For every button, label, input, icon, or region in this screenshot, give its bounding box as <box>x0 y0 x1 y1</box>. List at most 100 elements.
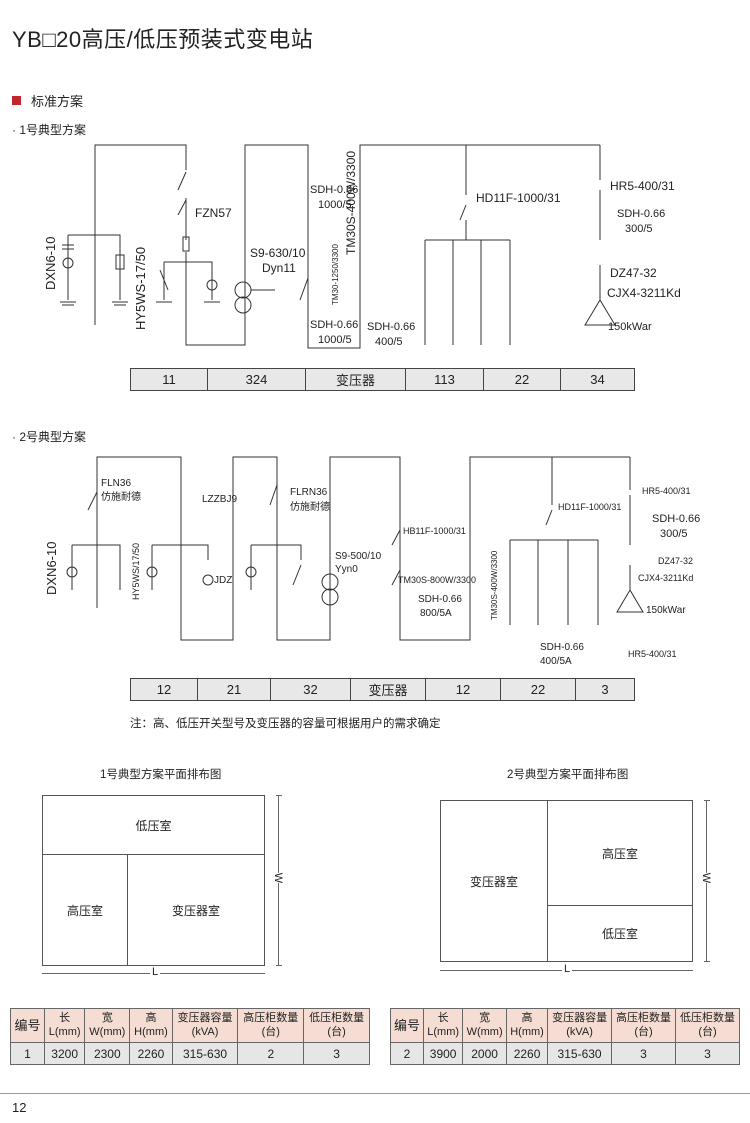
label-dyn: Dyn11 <box>262 261 296 275</box>
scheme2-heading: · 2号典型方案 <box>12 430 87 444</box>
label-hb: HB11F-1000/31 <box>403 526 466 536</box>
label-sdh2b-2: 400/5A <box>540 656 572 667</box>
label-s9-2: S9-500/10 <box>335 551 382 562</box>
cell: 12 <box>426 679 501 700</box>
scheme2-cabinet-table: 12 21 32 变压器 12 22 3 <box>130 678 635 701</box>
label-sdh1: SDH-0.66 <box>310 184 358 196</box>
wiring-diagrams: DXN6-10 HY5WS-17/50 FZN57 S9-630/10 Dyn1… <box>43 144 700 667</box>
plan1-transformer-room: 变压器室 <box>127 854 265 966</box>
cell: 315-630 <box>171 1042 239 1065</box>
cell: 32 <box>271 679 351 700</box>
label-jdz: JDZ <box>214 575 232 586</box>
label-sdh4b: 300/5 <box>625 223 653 235</box>
cell: 2 <box>389 1042 425 1065</box>
note: 注：高、低压开关型号及变压器的容量可根据用户的需求确定 <box>130 718 441 730</box>
cell: 12 <box>131 679 198 700</box>
cell: 113 <box>406 369 484 390</box>
label-dxn2: DXN6-10 <box>44 542 59 595</box>
header-lv-count: 低压柜数量(台) <box>674 1008 741 1043</box>
label-sdh3b-2: 300/5 <box>660 528 688 540</box>
scheme1-diagram: DXN6-10 HY5WS-17/50 FZN57 S9-630/10 Dyn1… <box>43 144 681 349</box>
cell: 21 <box>198 679 271 700</box>
label-tm2: TM30S-400W/3300 <box>344 151 358 255</box>
label-hy: HY5WS-17/50 <box>133 247 148 330</box>
label-s9: S9-630/10 <box>250 246 306 260</box>
label-sdh2b: 1000/5 <box>318 334 352 346</box>
page-title: YB□20高压/低压预装式变电站 <box>12 27 314 52</box>
label-dz2: DZ47-32 <box>658 556 693 566</box>
label-hd: HD11F-1000/31 <box>476 191 561 205</box>
label-sdh3-2: SDH-0.66 <box>652 513 700 525</box>
label-dxn: DXN6-10 <box>43 237 58 290</box>
label-dz: DZ47-32 <box>610 266 657 280</box>
label-kvar2: 150kWar <box>646 605 686 616</box>
label-yyn: Yyn0 <box>335 564 358 575</box>
cell: 2000 <box>462 1042 507 1065</box>
red-square-icon <box>12 96 21 105</box>
plan2-l-label: L <box>562 963 573 975</box>
cell: 11 <box>131 369 208 390</box>
plan2-transformer-room: 变压器室 <box>440 800 548 962</box>
cell: 3200 <box>43 1042 86 1065</box>
label-lzz: LZZBJ9 <box>202 494 237 505</box>
plan2-low-room: 低压室 <box>547 905 693 962</box>
cell: 1 <box>10 1042 45 1065</box>
page-number: 12 <box>12 1100 27 1115</box>
label-sdh1b-2: 800/5A <box>420 608 452 619</box>
cell: 22 <box>501 679 576 700</box>
label-hy2: HY5WS/17/50 <box>131 543 141 600</box>
cell: 变压器 <box>351 679 426 700</box>
plan1-low-room: 低压室 <box>42 795 265 855</box>
cell: 3 <box>674 1042 741 1065</box>
cell: 315-630 <box>547 1042 613 1065</box>
footer-divider <box>0 1093 750 1094</box>
label-fln: FLN36 <box>101 478 131 489</box>
header-id: 编号 <box>10 1008 45 1043</box>
label-fs1: 仿施耐德 <box>101 490 141 503</box>
cell: 3 <box>601 682 609 697</box>
plan1-l-label: L <box>150 966 161 978</box>
label-kvar: 150kWar <box>608 321 652 333</box>
label-tm2-2: TM30S-400W/3300 <box>490 550 499 620</box>
label-sdh3b: 400/5 <box>375 336 403 348</box>
label-cjx2: CJX4-3211Kd <box>638 573 693 583</box>
plan1-high-room: 高压室 <box>42 854 128 966</box>
plan2-high-room: 高压室 <box>547 800 693 906</box>
cell: 34 <box>590 372 605 387</box>
label-tm1: TM30-1250/3300 <box>331 244 340 305</box>
header-capacity: 变压器容量(kVA) <box>547 1008 613 1043</box>
cell: 2300 <box>84 1042 131 1065</box>
plan1-title: 1号典型方案平面排布图 <box>100 769 222 781</box>
label-sdh1b: 1000/5 <box>318 199 352 211</box>
label-sdh2-2: SDH-0.66 <box>540 642 584 653</box>
cell: 324 <box>208 369 306 390</box>
header-id: 编号 <box>389 1008 425 1043</box>
cell: 3900 <box>423 1042 464 1065</box>
label-hr2: HR5-400/31 <box>642 486 691 496</box>
header-lv-count: 低压柜数量(台) <box>303 1008 370 1043</box>
section-heading: 标准方案 <box>12 91 83 110</box>
plan2-w-label: W <box>700 872 713 884</box>
label-sdh3: SDH-0.66 <box>367 321 415 333</box>
cell: 22 <box>484 369 561 390</box>
label-hd2: HD11F-1000/31 <box>558 502 621 512</box>
header-hv-count: 高压柜数量(台) <box>611 1008 676 1043</box>
scheme1-cabinet-table: 11 324 变压器 113 22 34 <box>130 368 635 391</box>
label-cjx: CJX4-3211Kd <box>607 286 681 300</box>
cell: 3 <box>611 1042 676 1065</box>
cell: 2 <box>237 1042 305 1065</box>
cell: 2260 <box>505 1042 549 1065</box>
label-sdh1-2: SDH-0.66 <box>418 594 462 605</box>
header-capacity: 变压器容量(kVA) <box>171 1008 239 1043</box>
label-fs2: 仿施耐德 <box>290 500 330 513</box>
